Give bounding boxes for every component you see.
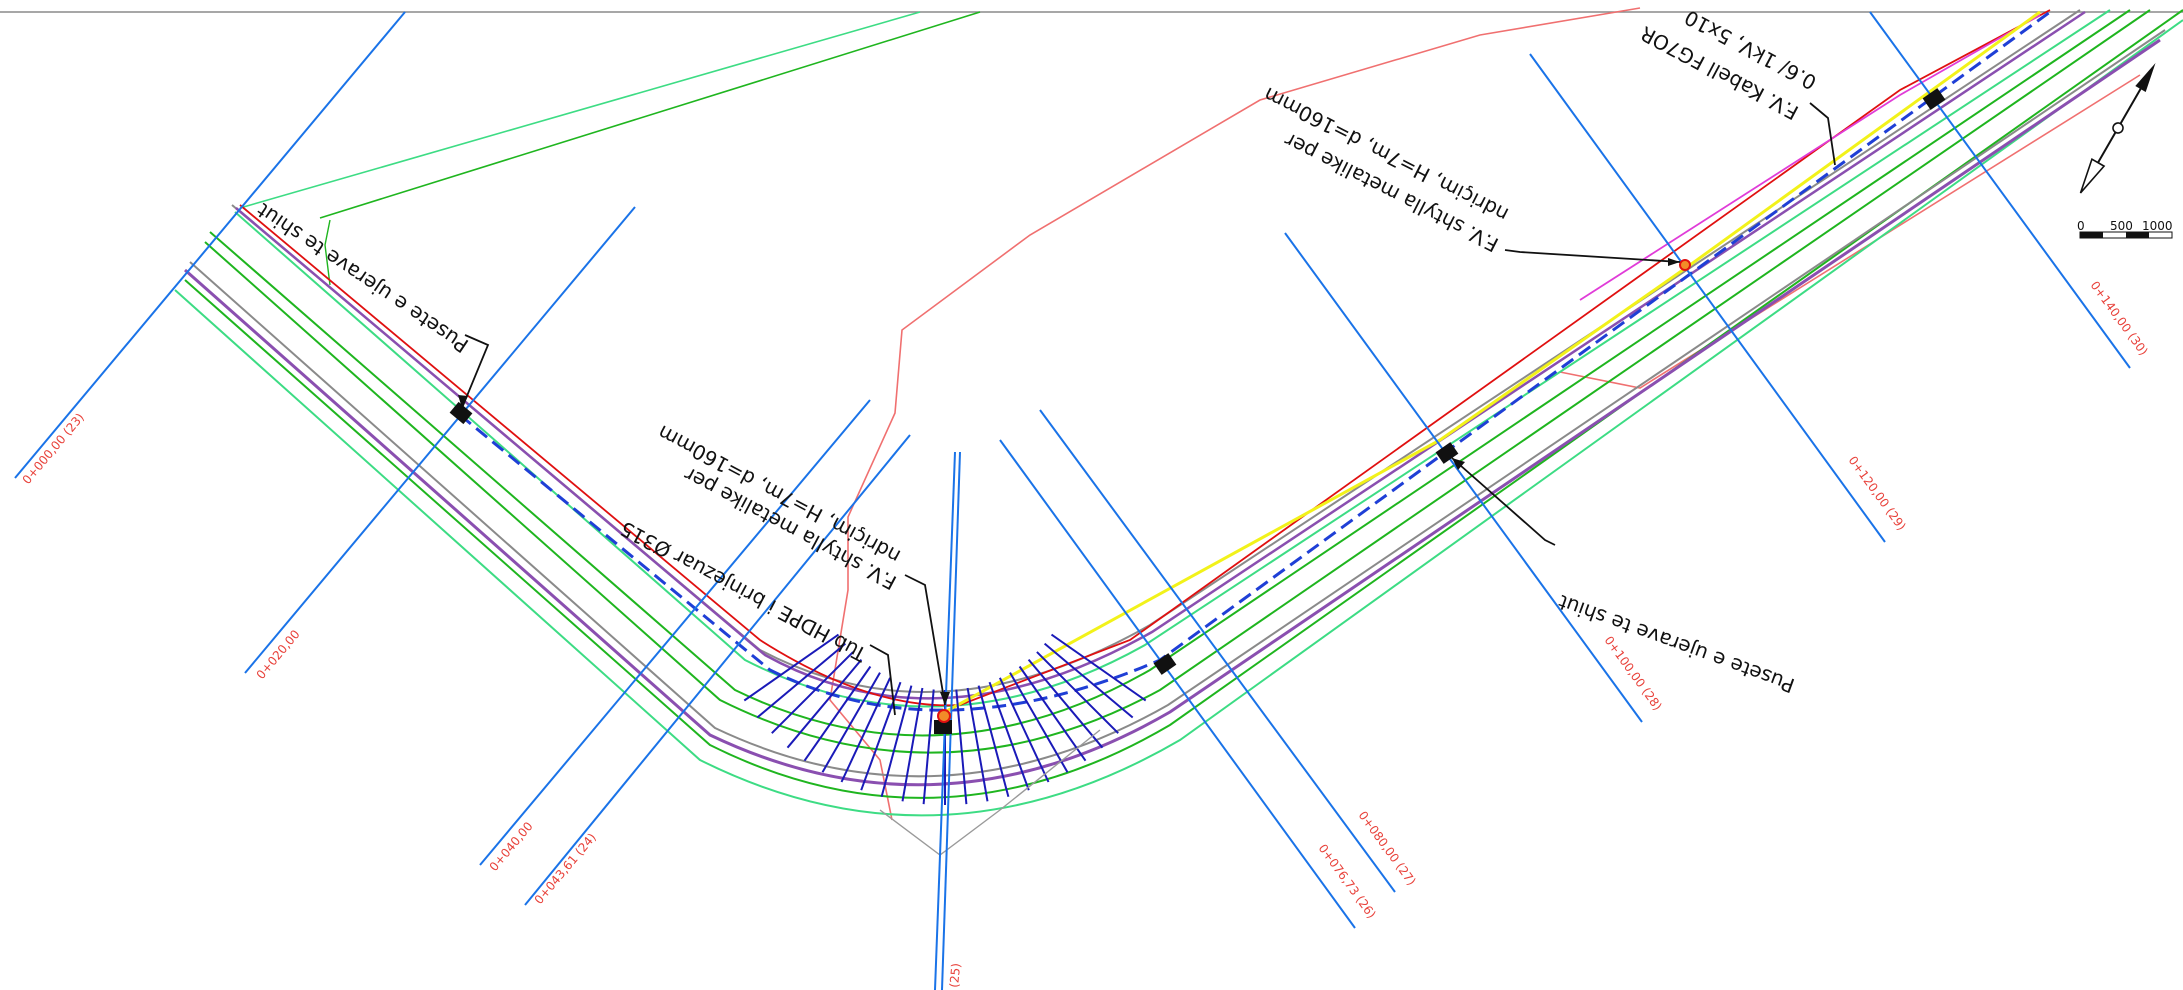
hatch-line <box>803 665 872 762</box>
hatch-line <box>901 687 924 802</box>
station-label: 0+080,00 (27) <box>1356 809 1419 889</box>
magenta-line <box>1579 14 2041 301</box>
hatch-line <box>1018 665 1087 762</box>
hatch-line <box>922 689 935 805</box>
station-label: 0+140,00 (30) <box>2088 279 2151 359</box>
station-label: 0+000,00 (23) <box>20 410 87 487</box>
hatch-line <box>840 677 892 783</box>
station-label: 0+120,00 (29) <box>1846 454 1909 534</box>
manhole-icon <box>1922 88 1946 110</box>
green-line-top-3 <box>324 219 331 286</box>
annotation-lamp-post-left-2: ndriçim, H=7m, d=160mm <box>654 420 905 569</box>
manhole-icon <box>449 401 473 425</box>
hatch-line <box>977 685 1010 797</box>
hatch-line <box>966 687 989 802</box>
station-lines <box>14 11 2131 990</box>
manhole-icon <box>934 720 952 734</box>
manhole-icon <box>1153 653 1177 675</box>
station-label: (25) <box>947 962 963 988</box>
hatch-line <box>743 633 840 702</box>
scale-label-1000: 1000 <box>2142 219 2173 233</box>
curve-hatching <box>743 633 1147 805</box>
property-line <box>829 7 1641 821</box>
hatch-line <box>988 681 1030 791</box>
hatch-line <box>1050 633 1147 702</box>
hatch-line <box>786 658 863 749</box>
road-edges <box>174 9 2183 817</box>
road-inner-lines <box>184 9 2166 787</box>
hatch-line <box>1036 651 1119 734</box>
cable-line <box>944 10 2041 714</box>
manhole-icon <box>1435 442 1459 464</box>
north-arrow-icon <box>2079 63 2156 194</box>
hdpe-pipe <box>459 10 2051 712</box>
lamp-post-icon <box>1679 259 1691 271</box>
hatch-line <box>998 677 1050 783</box>
grey-construction-line <box>879 729 1101 856</box>
annotation-manhole-right: Pusete e ujerave te shiut <box>1555 590 1798 698</box>
scale-bar: 0 500 1000 <box>2077 219 2173 239</box>
hatch-line <box>771 651 854 734</box>
manholes <box>449 88 1946 734</box>
hatch-line <box>821 672 881 773</box>
station-label: 0+043,61 (24) <box>532 830 599 907</box>
hatch-line <box>880 685 913 797</box>
hatch-line <box>955 689 968 805</box>
hatch-line <box>1027 658 1104 749</box>
green-line-top <box>239 11 921 209</box>
annotation-manhole-left: Pusete e ujerave te shiut <box>252 198 472 357</box>
lamp-posts <box>937 259 1691 723</box>
green-line-top-2 <box>319 11 981 219</box>
hatch-line <box>1043 642 1134 719</box>
hatch-line <box>1009 672 1069 773</box>
lamp-post-icon <box>937 709 951 723</box>
leader-lines <box>461 102 1836 716</box>
station-label: 0+076,73 (26) <box>1316 842 1379 922</box>
property-line-right <box>1559 74 2141 389</box>
hatch-line <box>756 642 847 719</box>
leader-arrows <box>458 258 1680 705</box>
scale-label-500: 500 <box>2110 219 2133 233</box>
scale-label-0: 0 <box>2077 219 2085 233</box>
